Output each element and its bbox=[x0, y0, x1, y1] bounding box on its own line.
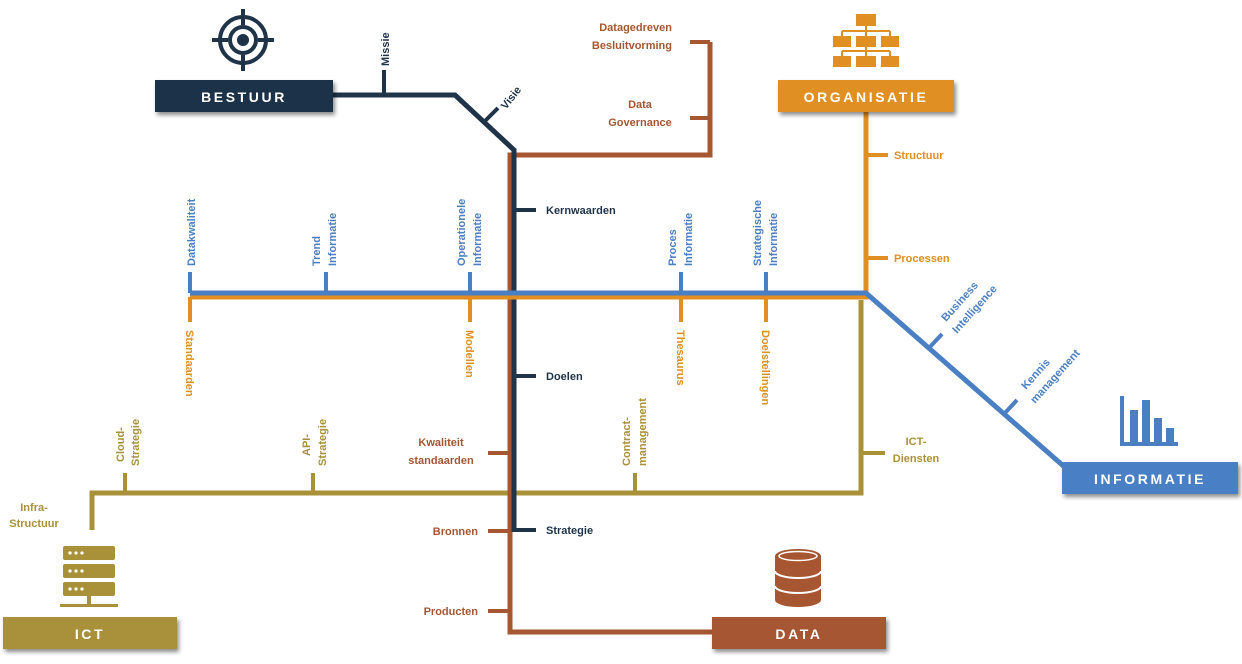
label-datagedreven-2: Besluitvorming bbox=[592, 40, 672, 52]
label-cloud-2: Strategie bbox=[130, 419, 142, 466]
label-governance-1: Data bbox=[628, 99, 653, 111]
label-infra-2: Structuur bbox=[9, 518, 59, 530]
label-contract-2: management bbox=[637, 398, 649, 466]
label-processen: Processen bbox=[894, 253, 950, 265]
label-bronnen: Bronnen bbox=[433, 526, 479, 538]
label-datagedreven-1: Datagedreven bbox=[599, 22, 672, 34]
ict-ticks bbox=[123, 451, 885, 493]
bestuur-box-bg bbox=[155, 80, 333, 112]
ict-line bbox=[89, 300, 864, 530]
organisatie-line bbox=[190, 107, 869, 300]
label-operationele-1: Operationele bbox=[456, 199, 468, 266]
informatie-ticks bbox=[188, 272, 1019, 416]
data-box[interactable]: DATA bbox=[712, 617, 886, 649]
informatie-line bbox=[190, 290, 1070, 472]
server-icon bbox=[60, 546, 118, 607]
label-proces-2: Informatie bbox=[683, 213, 695, 266]
informatie-box[interactable]: INFORMATIE bbox=[1062, 462, 1238, 494]
label-trend-1: Trend bbox=[311, 236, 323, 266]
label-doelen: Doelen bbox=[546, 371, 583, 383]
label-missie: Missie bbox=[380, 32, 392, 66]
informatie-box-label: INFORMATIE bbox=[1094, 471, 1206, 487]
label-standaarden: Standaarden bbox=[183, 330, 195, 397]
organisatie-box-label: ORGANISATIE bbox=[804, 89, 929, 105]
label-structuur: Structuur bbox=[894, 150, 944, 162]
label-doelstellingen: Doelstellingen bbox=[759, 330, 771, 405]
ict-box-bg bbox=[3, 617, 177, 649]
label-ictdiensten-2: Diensten bbox=[893, 453, 940, 465]
bestuur-box[interactable]: BESTUUR bbox=[155, 80, 333, 112]
label-kwaliteit-1: Kwaliteit bbox=[418, 437, 464, 449]
label-strategische-1: Strategische bbox=[752, 200, 764, 266]
label-operationele-2: Informatie bbox=[472, 213, 484, 266]
data-ticks bbox=[488, 40, 710, 613]
label-strategie: Strategie bbox=[546, 525, 593, 537]
bestuur-ticks bbox=[382, 70, 536, 532]
label-proces-1: Proces bbox=[667, 229, 679, 266]
label-infra-1: Infra- bbox=[20, 502, 48, 514]
ict-box-label: ICT bbox=[75, 626, 105, 642]
label-governance-2: Governance bbox=[608, 117, 672, 129]
informatie-box-bg bbox=[1062, 462, 1238, 494]
label-kwaliteit-2: standaarden bbox=[408, 455, 474, 467]
organisatie-box[interactable]: ORGANISATIE bbox=[778, 80, 954, 112]
label-api-1: API- bbox=[301, 434, 313, 456]
label-modellen: Modellen bbox=[463, 330, 475, 378]
label-visie: Visie bbox=[499, 84, 524, 111]
database-icon bbox=[774, 549, 822, 607]
label-contract-1: Contract- bbox=[621, 417, 633, 466]
bar-chart-icon bbox=[1120, 396, 1178, 446]
data-box-label: DATA bbox=[775, 626, 822, 642]
data-box-bg bbox=[712, 617, 886, 649]
ict-box[interactable]: ICT bbox=[3, 617, 177, 649]
label-kernwaarden: Kernwaarden bbox=[546, 205, 616, 217]
organisatie-box-bg bbox=[778, 80, 954, 112]
label-api-2: Strategie bbox=[317, 419, 329, 466]
label-datakwaliteit: Datakwaliteit bbox=[186, 198, 198, 266]
org-chart-icon bbox=[833, 14, 899, 67]
bestuur-box-label: BESTUUR bbox=[201, 89, 287, 105]
label-thesaurus: Thesaurus bbox=[674, 330, 686, 386]
target-icon bbox=[212, 9, 274, 71]
label-producten: Producten bbox=[424, 606, 479, 618]
organisatie-ticks bbox=[188, 153, 888, 322]
label-cloud-1: Cloud- bbox=[115, 427, 127, 462]
label-trend-2: Informatie bbox=[327, 213, 339, 266]
label-strategische-2: Informatie bbox=[768, 213, 780, 266]
label-ictdiensten-1: ICT- bbox=[906, 436, 927, 448]
